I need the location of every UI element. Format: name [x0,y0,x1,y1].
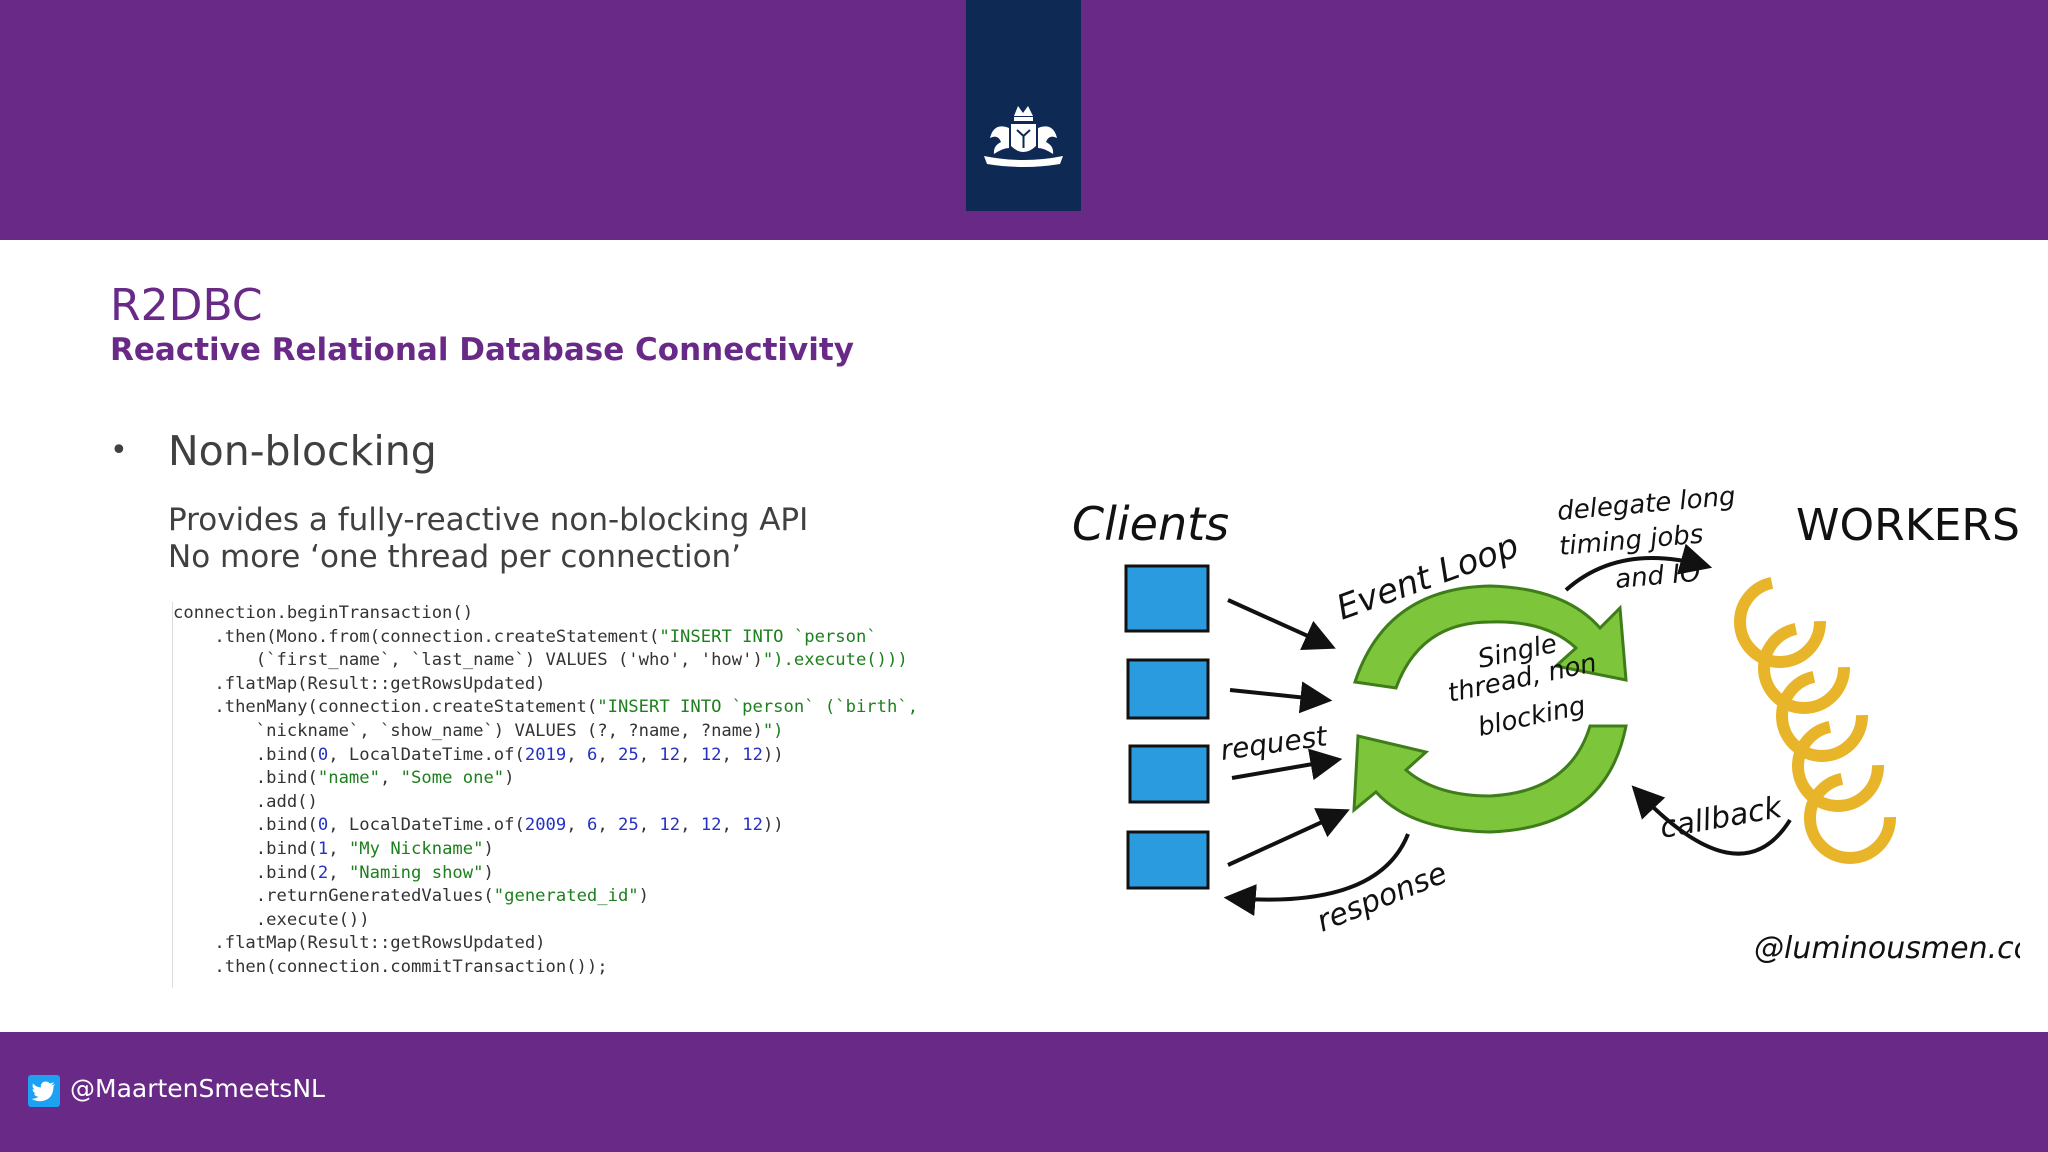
client-box [1124,564,1210,633]
worker-arrows [1734,576,1896,864]
client-box [1126,658,1210,720]
code-line: .thenMany(connection.createStatement("IN… [173,697,919,718]
bullet-item: • Non-blocking [110,426,437,476]
delegate-label: timing jobs [1558,520,1704,562]
code-line: `nickname`, `show_name`) VALUES (?, ?nam… [173,720,784,741]
request-arrow [1229,681,1333,714]
event-loop-arrow-bottom [1352,724,1628,834]
code-line: (`first_name`, `last_name`) VALUES ('who… [173,650,908,671]
client-box [1128,744,1210,804]
code-line: .returnGeneratedValues("generated_id") [173,886,650,907]
code-line: .execute()) [173,909,370,930]
request-arrow [1227,598,1336,651]
worker-loop [1734,576,1826,668]
response-arrow [1223,833,1410,917]
logo-block [966,0,1081,211]
code-line: .bind(0, LocalDateTime.of(2019, 6, 25, 1… [173,744,784,765]
worker-loop [1792,720,1884,812]
request-arrow [1227,808,1350,867]
slide-title: R2DBC [110,280,263,331]
code-line: .then(Mono.from(connection.createStateme… [173,626,877,647]
description-line: Provides a fully-reactive non-blocking A… [168,502,809,538]
code-line: .bind(0, LocalDateTime.of(2009, 6, 25, 1… [173,815,784,836]
code-line: .then(connection.commitTransaction()); [173,956,608,977]
twitter-handle[interactable]: @MaartenSmeetsNL [70,1074,325,1103]
description: Provides a fully-reactive non-blocking A… [168,502,808,576]
code-line: .bind(2, "Naming show") [173,862,494,883]
twitter-bird-icon [31,1081,55,1102]
credit-label: @luminousmen.com [1754,931,2020,966]
request-arrow [1231,748,1343,781]
delegate-label: and IO [1614,558,1702,595]
worker-loop [1776,670,1868,762]
bullet-text: Non-blocking [168,427,437,475]
description-line: No more ‘one thread per connection’ [168,539,742,575]
code-line: connection.beginTransaction() [173,603,474,623]
code-line: .bind("name", "Some one") [173,768,515,789]
event-loop-arrow-top [1353,584,1628,690]
code-line: .bind(1, "My Nickname") [173,838,494,859]
event-loop-diagram: Clients request response Event Loop Sing… [1072,482,2020,966]
worker-loop [1758,622,1850,714]
callback-arrow [1631,785,1792,856]
crest-icon [984,106,1063,167]
client-box [1126,830,1210,890]
code-snippet: connection.beginTransaction() .then(Mono… [172,602,989,988]
code-line: .add() [173,791,318,812]
bullet-icon: • [110,433,128,468]
delegate-arrow [1564,543,1713,592]
twitter-icon [28,1075,60,1107]
header-band [0,0,2048,240]
code-line: .flatMap(Result::getRowsUpdated) [173,933,546,954]
delegate-label: delegate long [1556,482,1737,527]
request-label: request [1218,719,1330,767]
clients-label: Clients [1072,497,1229,551]
slide-subtitle: Reactive Relational Database Connectivit… [110,332,854,368]
workers-label: WORKERS [1796,500,2020,551]
footer-band [0,1032,2048,1152]
callback-label: callback [1657,790,1786,846]
code-line: .flatMap(Result::getRowsUpdated) [173,673,546,694]
worker-loop [1804,772,1896,864]
